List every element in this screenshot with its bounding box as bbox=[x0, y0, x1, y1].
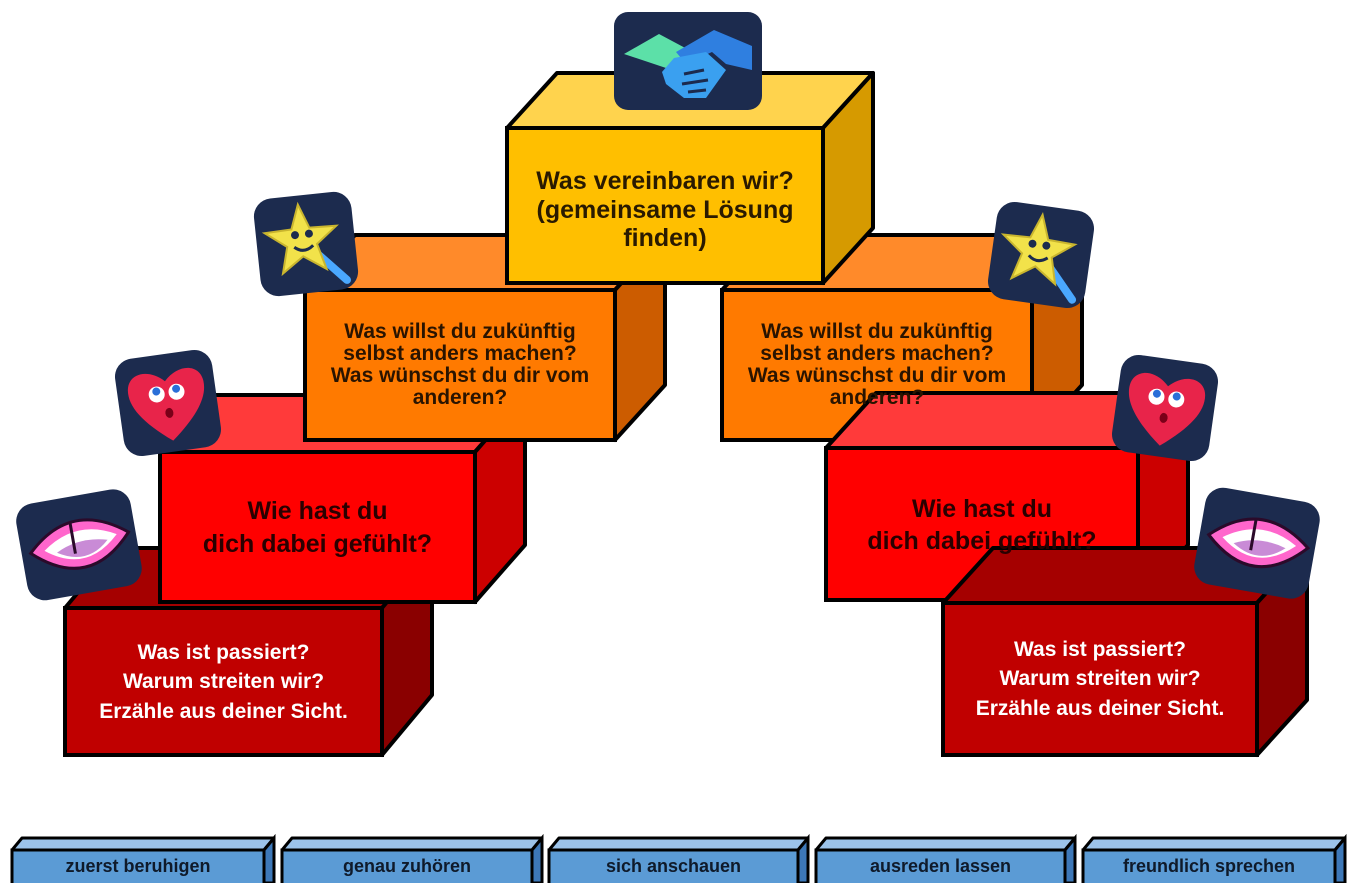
magic-wand-star-icon bbox=[985, 199, 1097, 311]
mouth-icon bbox=[1194, 487, 1320, 599]
rule-label: freundlich sprechen bbox=[1122, 856, 1296, 876]
magic-wand-star-icon bbox=[252, 190, 360, 298]
rule-label: genau zuhören bbox=[342, 856, 471, 876]
left-step-3-text: Was willst du zukünftig selbst anders ma… bbox=[330, 319, 590, 410]
rule-box bbox=[280, 833, 544, 883]
rule-box bbox=[547, 833, 810, 883]
top-block-text: Was vereinbaren wir? (gemeinsame Lösung … bbox=[536, 166, 794, 253]
rule-label: ausreden lassen bbox=[869, 856, 1012, 876]
right-step-3-text: Was willst du zukünftig selbst anders ma… bbox=[747, 319, 1007, 410]
rule-box bbox=[1081, 833, 1347, 883]
left-step-2-text: Wie hast du dich dabei gefühlt? bbox=[202, 497, 433, 558]
rule-label: zuerst beruhigen bbox=[65, 856, 211, 876]
right-step-1-text: Was ist passiert? Warum streiten wir? Er… bbox=[975, 637, 1225, 720]
heart-face-icon bbox=[1109, 352, 1221, 464]
left-step-1-text: Was ist passiert? Warum streiten wir? Er… bbox=[99, 640, 348, 723]
heart-face-icon bbox=[112, 347, 224, 459]
right-step-2-text: Wie hast du dich dabei gefühlt? bbox=[867, 494, 1097, 556]
mouth-icon bbox=[16, 489, 142, 601]
handshake-icon bbox=[614, 12, 762, 110]
rule-box bbox=[814, 833, 1077, 883]
rule-box bbox=[10, 833, 276, 883]
rule-label: sich anschauen bbox=[605, 856, 742, 876]
